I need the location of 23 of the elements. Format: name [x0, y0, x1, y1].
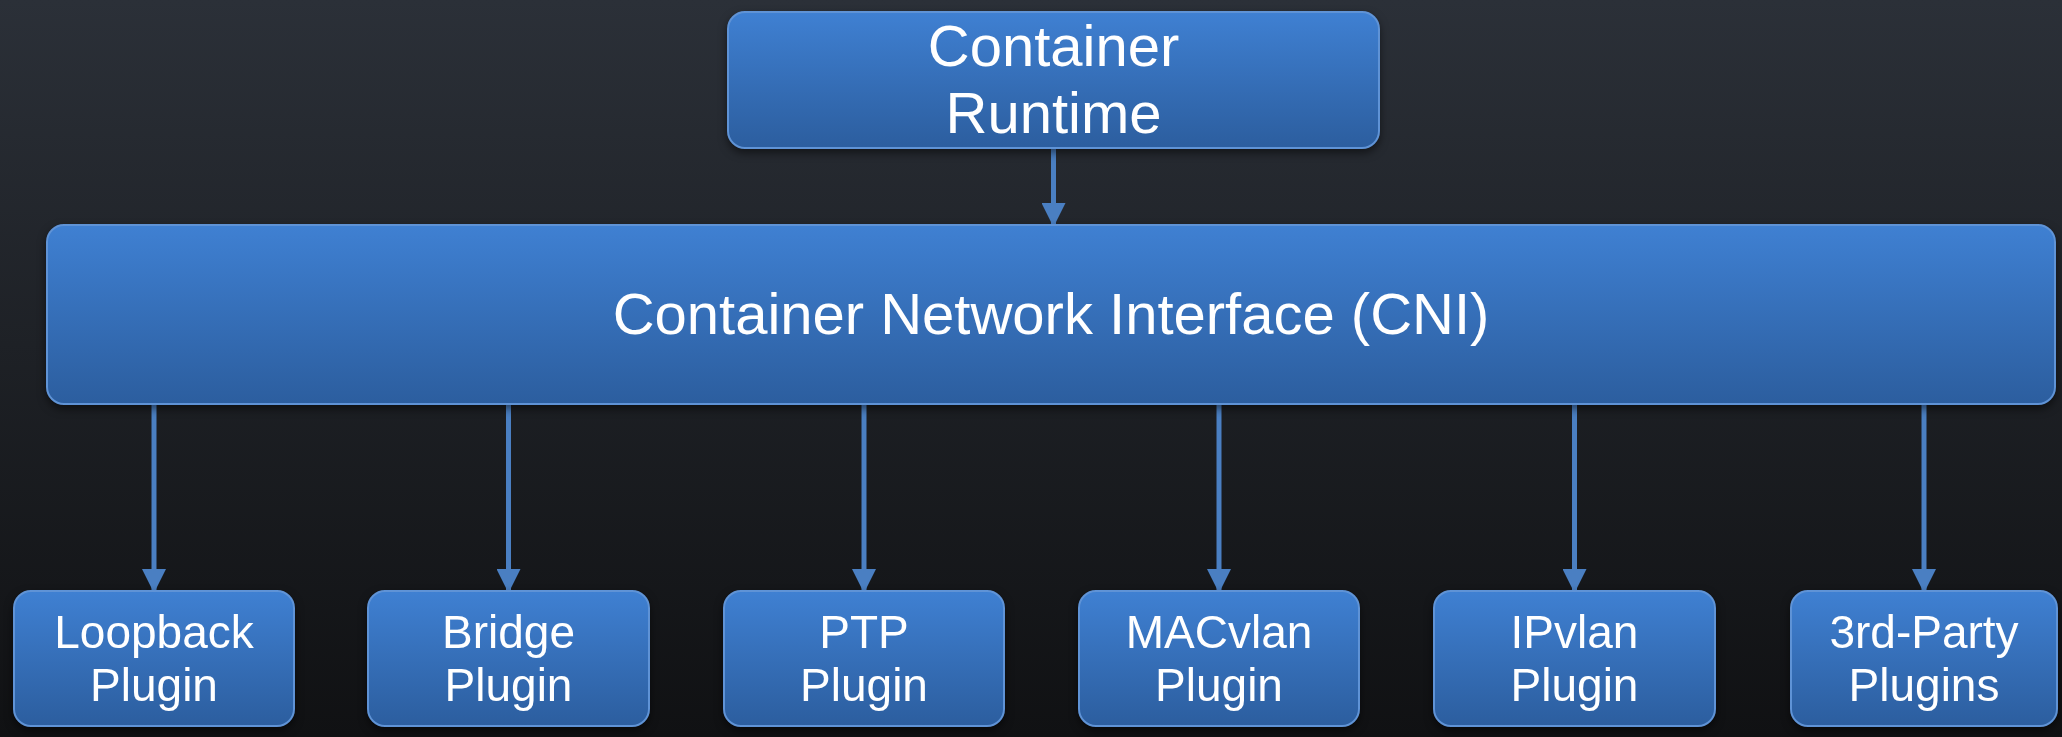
box-label: Loopback Plugin [53, 605, 255, 712]
box-label: Container Network Interface (CNI) [612, 281, 1490, 348]
box-label: PTP Plugin [799, 605, 929, 712]
process-box [723, 590, 1005, 727]
arrow [852, 405, 876, 593]
arrow [142, 405, 166, 593]
process-box [1790, 590, 2058, 727]
box-label: Container Runtime [926, 13, 1181, 147]
arrow [1562, 405, 1587, 593]
process-box [1433, 590, 1716, 727]
box-label: IPvlan Plugin [1509, 605, 1640, 712]
process-box [13, 590, 295, 727]
process-box [46, 224, 2056, 405]
process-box [367, 590, 650, 727]
arrow [1041, 149, 1066, 227]
box-label: MACvlan Plugin [1124, 605, 1314, 712]
box-label: Bridge Plugin [441, 605, 576, 712]
arrow [1912, 405, 1936, 593]
arrow [496, 405, 521, 593]
process-box [727, 11, 1380, 149]
box-label: 3rd-Party Plugins [1828, 605, 2020, 712]
arrow [1207, 405, 1231, 593]
process-box [1078, 590, 1360, 727]
